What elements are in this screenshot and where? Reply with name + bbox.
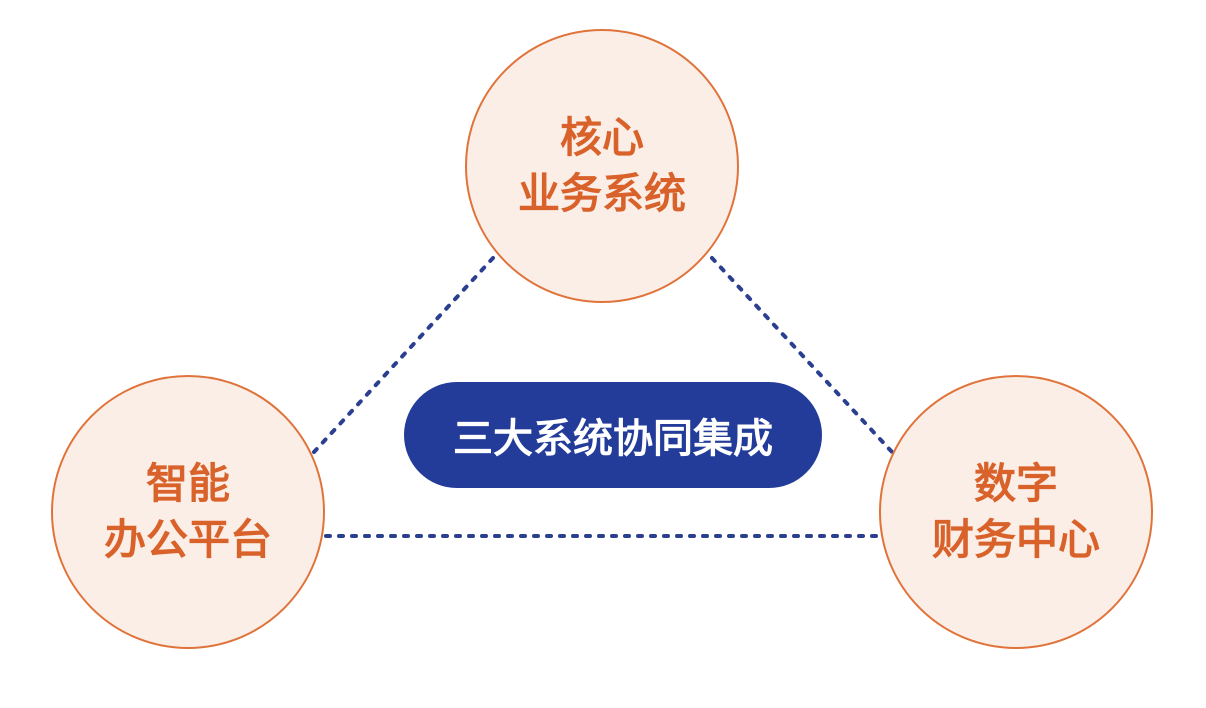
node-label-line2: 办公平台: [103, 515, 272, 564]
node-label-line2: 财务中心: [931, 515, 1100, 564]
node-label-line1: 核心: [559, 113, 644, 162]
connector-top-left: [312, 256, 495, 454]
node-label-line2: 业务系统: [517, 169, 686, 218]
node-label-line1: 数字: [973, 459, 1058, 508]
connector-top-right: [710, 256, 894, 454]
node-label-line1: 智能: [145, 459, 230, 508]
node-digital-finance-center: 数字 财务中心: [879, 375, 1153, 649]
node-core-business-system: 核心 业务系统: [465, 29, 739, 303]
node-smart-office-platform: 智能 办公平台: [51, 375, 325, 649]
center-integration-label: 三大系统协同集成: [404, 382, 822, 488]
